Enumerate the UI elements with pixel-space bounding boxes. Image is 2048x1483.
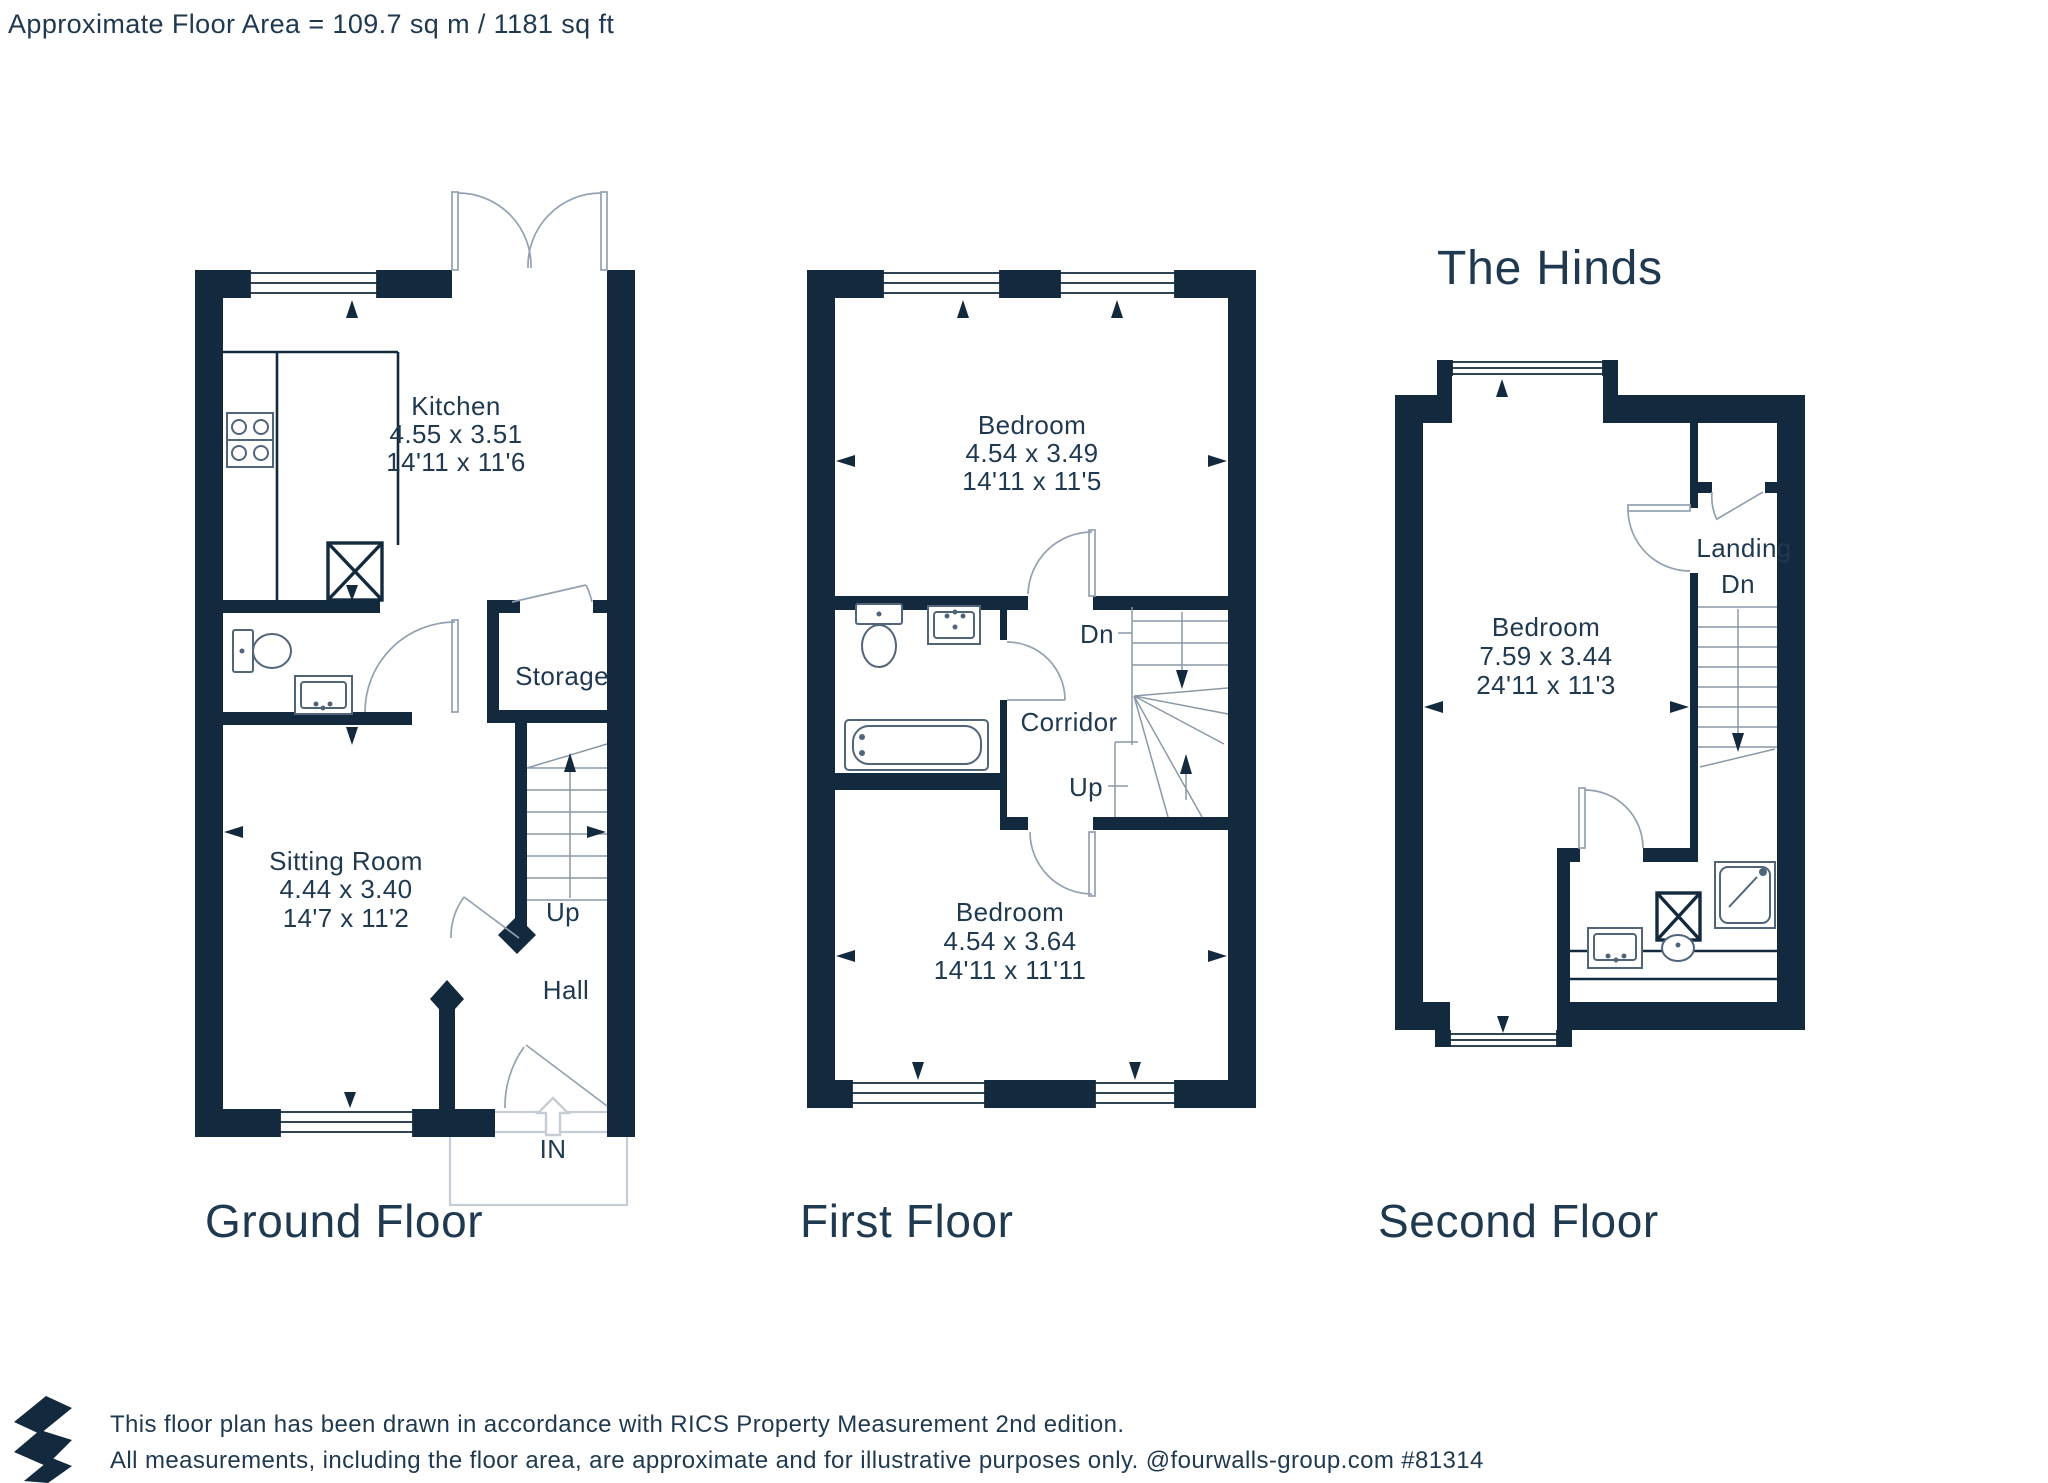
first-bathroom-fixtures — [844, 603, 989, 771]
bedroom1-metric: 4.54 x 3.49 — [965, 438, 1098, 468]
area-note: Approximate Floor Area = 109.7 sq m / 11… — [8, 9, 614, 39]
footer-line1: This floor plan has been drawn in accord… — [110, 1411, 1124, 1438]
second-floor-plan: Landing Dn Bedroom 7.59 x 3.44 24'11 x 1… — [1378, 360, 1805, 1247]
ground-stairs — [526, 743, 608, 901]
footer: This floor plan has been drawn in accord… — [14, 1396, 1484, 1483]
sitting-room-imperial: 14'7 x 11'2 — [283, 903, 410, 933]
appliance-icon — [1655, 891, 1702, 942]
sink-icon — [1587, 927, 1643, 969]
second-windows — [1449, 360, 1604, 1047]
hall-label: Hall — [543, 975, 589, 1005]
second-bedroom-label: Bedroom — [1492, 612, 1600, 642]
kitchen-label: Kitchen — [411, 391, 501, 421]
plan-title: The Hinds — [1437, 242, 1663, 295]
bedroom2-label: Bedroom — [956, 897, 1064, 927]
storage-label: Storage — [515, 661, 609, 691]
fourwalls-logo — [14, 1396, 72, 1483]
ground-floor-plan: Kitchen 4.55 x 3.51 14'11 x 11'6 Storage… — [195, 191, 635, 1247]
toilet-icon — [1661, 934, 1695, 962]
second-dn-label: Dn — [1721, 569, 1755, 599]
bedroom1-imperial: 14'11 x 11'5 — [962, 466, 1102, 496]
first-stairs — [1108, 607, 1229, 818]
ground-doors — [364, 191, 608, 1134]
footer-line2: All measurements, including the floor ar… — [110, 1447, 1484, 1474]
bedroom2-metric: 4.54 x 3.64 — [943, 926, 1076, 956]
sitting-room-label: Sitting Room — [269, 846, 423, 876]
second-floor-title: Second Floor — [1378, 1195, 1659, 1247]
first-doors — [1006, 529, 1096, 897]
bath-icon — [844, 719, 989, 771]
toilet-icon — [232, 629, 292, 673]
ground-kitchen-fixtures — [223, 350, 400, 602]
landing-label: Landing — [1696, 533, 1791, 563]
sink-icon — [294, 675, 353, 715]
stove-icon — [226, 412, 274, 468]
second-dimension-arrows — [1424, 379, 1689, 1033]
ground-floor-title: Ground Floor — [205, 1195, 483, 1247]
sitting-room-metric: 4.44 x 3.40 — [279, 874, 412, 904]
first-up-label: Up — [1069, 772, 1103, 802]
first-floor-plan: Bedroom 4.54 x 3.49 14'11 x 11'5 Dn Corr… — [800, 270, 1256, 1247]
shower-icon — [1714, 861, 1776, 929]
second-bedroom-metric: 7.59 x 3.44 — [1479, 641, 1612, 671]
ground-entry — [448, 1096, 629, 1207]
in-label: IN — [540, 1134, 567, 1164]
kitchen-imperial: 14'11 x 11'6 — [386, 447, 526, 477]
first-dimension-arrows — [836, 300, 1227, 1080]
in-arrow-icon — [535, 1096, 571, 1137]
corridor-label: Corridor — [1020, 707, 1117, 737]
first-walls — [807, 270, 1256, 1108]
second-bedroom-imperial: 24'11 x 11'3 — [1476, 670, 1616, 700]
second-doors — [1578, 491, 1764, 849]
appliance-icon — [326, 541, 384, 602]
first-dn-label: Dn — [1080, 619, 1114, 649]
ground-windows — [249, 270, 414, 1137]
ground-walls — [195, 270, 635, 1137]
sink-icon — [927, 605, 981, 645]
ground-dimension-arrows — [224, 300, 606, 1108]
bedroom1-label: Bedroom — [978, 410, 1086, 440]
bedroom2-imperial: 14'11 x 11'11 — [934, 955, 1086, 985]
first-floor-title: First Floor — [800, 1195, 1014, 1247]
ground-up-label: Up — [546, 897, 580, 927]
kitchen-metric: 4.55 x 3.51 — [389, 419, 522, 449]
first-windows — [851, 270, 1176, 1108]
second-ensuite-fixtures — [1570, 861, 1777, 981]
ground-wc-fixtures — [232, 629, 353, 715]
toilet-icon — [855, 603, 903, 668]
second-stairs — [1698, 606, 1777, 768]
second-walls — [1395, 360, 1805, 1047]
